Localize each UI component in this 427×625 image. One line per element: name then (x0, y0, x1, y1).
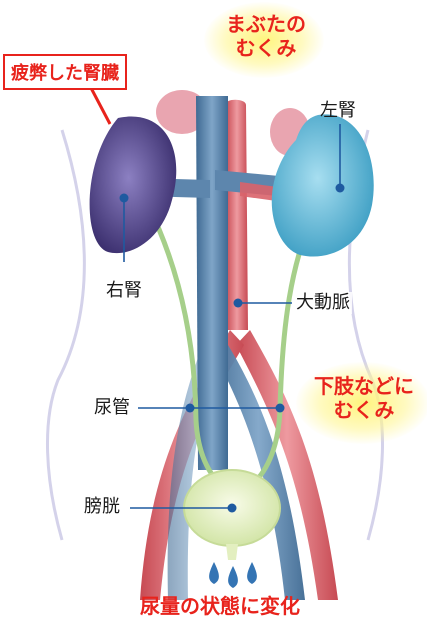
tired-kidney-callout: 疲弊した腎臓 (3, 54, 127, 90)
bladder-dot (228, 504, 237, 513)
eyelid-swelling-label: まぶたの むくみ (224, 12, 308, 60)
aorta-dot (234, 299, 243, 308)
urine-drop-icon (209, 562, 219, 584)
leg-swelling-label: 下肢などに むくみ (312, 374, 416, 422)
right-kidney-label: 右腎 (104, 280, 144, 302)
aorta-label: 大動脈 (294, 292, 352, 314)
urethra (226, 544, 238, 560)
legs-line-2: むくみ (314, 398, 414, 422)
body-outline-left (47, 130, 84, 540)
legs-line-1: 下肢などに (314, 374, 414, 398)
ureter-label: 尿管 (92, 397, 132, 419)
ureter-dot-right (186, 404, 195, 413)
callout-pointer (90, 86, 110, 124)
bladder-label: 膀胱 (82, 496, 122, 518)
left-kidney-dot (336, 184, 345, 193)
right-kidney-dot (120, 194, 129, 203)
eyelid-line-2: むくみ (226, 36, 306, 60)
left-kidney-label: 左腎 (318, 100, 358, 122)
eyelid-line-1: まぶたの (226, 12, 306, 36)
aorta-vessel (226, 100, 248, 330)
ureter-dot-left (276, 404, 285, 413)
vena-cava (196, 96, 228, 470)
urine-drop-icon (247, 562, 257, 584)
urine-change-label: 尿量の状態に変化 (138, 594, 302, 618)
urine-drop-icon (228, 566, 238, 588)
right-kidney-shape (90, 117, 177, 254)
